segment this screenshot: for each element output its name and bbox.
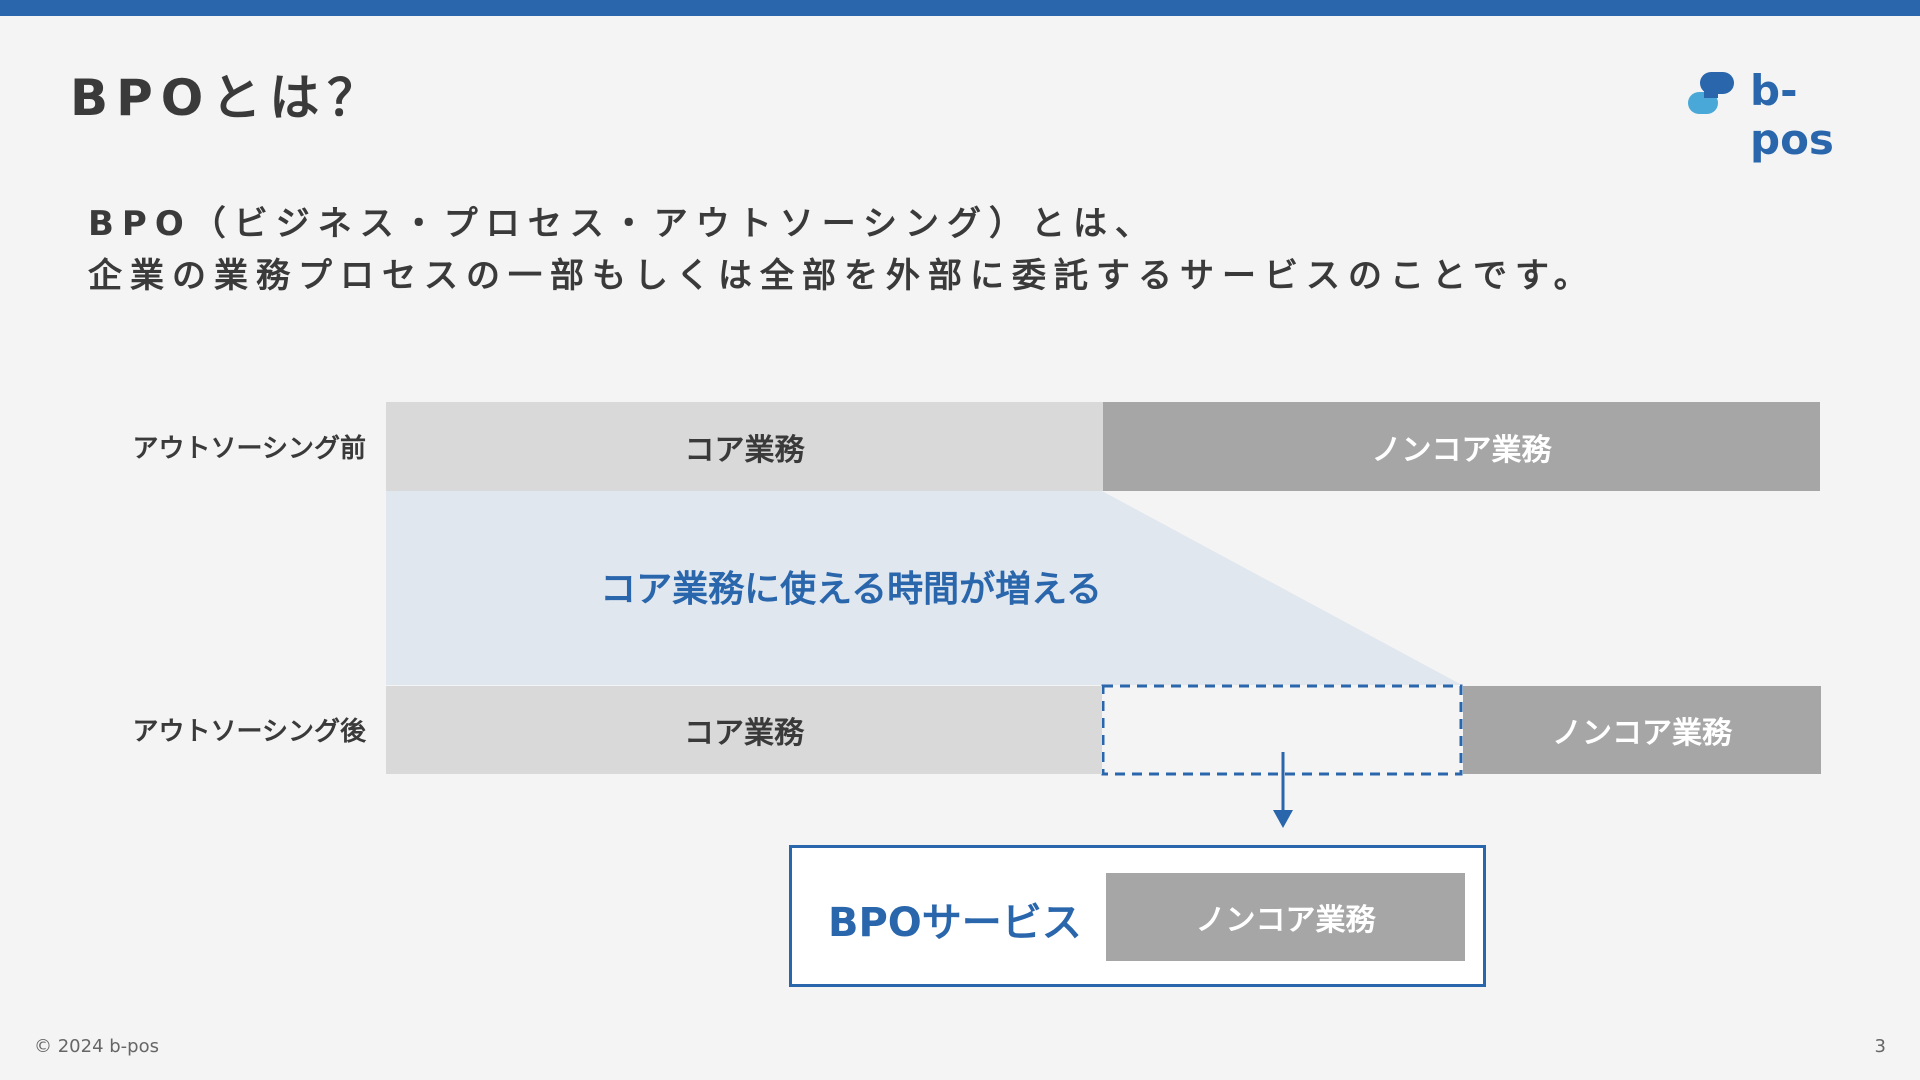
bpo-service-label: BPOサービス [828,900,1082,946]
before-noncore-bar: ノンコア業務 [1103,402,1820,491]
outsourced-slot [1101,684,1463,776]
intro-line-2: 企業の業務プロセスの一部もしくは全部を外部に委託するサービスのことです。 [88,256,1596,296]
copyright: © 2024 b-pos [34,1036,159,1057]
page-title: BPOとは？ [70,69,386,127]
after-row-label: アウトソーシング後 [132,717,366,747]
bpo-service-box: BPOサービス ノンコア業務 [789,845,1486,987]
intro-text: BPO（ビジネス・プロセス・アウトソーシング）とは、 企業の業務プロセスの一部も… [88,198,1596,302]
after-noncore-bar: ノンコア業務 [1463,686,1821,774]
logo-text: b-pos [1750,66,1834,164]
logo-icon [1688,72,1734,114]
gain-text: コア業務に使える時間が増える [600,569,1102,610]
intro-line-1: BPO（ビジネス・プロセス・アウトソーシング）とは、 [88,204,1158,244]
top-accent-bar [0,0,1920,16]
page-number: 3 [1874,1036,1886,1057]
before-row-label: アウトソーシング前 [132,434,366,464]
arrow-head-icon [1273,810,1293,828]
bpo-noncore-bar: ノンコア業務 [1106,873,1465,961]
before-core-bar: コア業務 [386,402,1103,491]
after-core-bar: コア業務 [386,686,1102,774]
brand-logo: b-pos [1686,66,1866,164]
